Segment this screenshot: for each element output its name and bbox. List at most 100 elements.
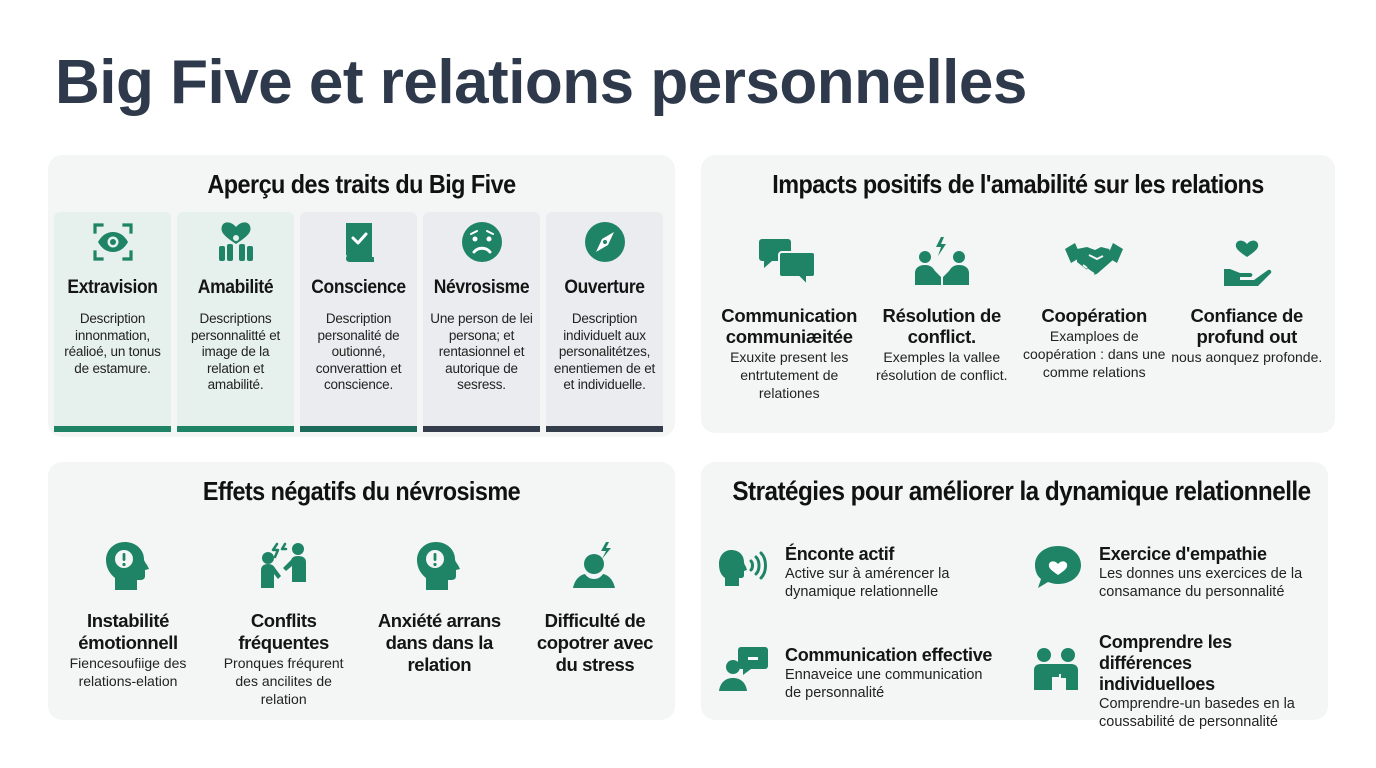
negative-description-line2: relations-elation: [78, 673, 178, 689]
impact-name-line2: conflict.: [907, 326, 977, 347]
trait-accent-bar: [54, 426, 171, 432]
negative-name: Anxiété arrans: [377, 610, 501, 631]
strategy-text: Comprendre les différences individuelloe…: [1099, 632, 1328, 731]
chat-bubbles-icon: [759, 239, 817, 288]
eye-scan-icon: [92, 223, 133, 261]
trait-name: Amabilité: [197, 277, 274, 298]
impact-item: Communication communiæitée Exuxite prese…: [713, 235, 866, 402]
strategy-name: Exercice d'empathie: [1099, 544, 1267, 564]
impact-item: Résolution de conflict. Exemples la vall…: [866, 235, 1019, 402]
negative-name-line2: copotrer avec: [536, 632, 654, 653]
strategy-name: Communication effective: [785, 645, 993, 665]
trait-card-extraversion: Extravision Description innonmation, réa…: [54, 212, 171, 432]
people-conflict-icon: [914, 237, 969, 285]
trait-description: Description innonmation, réalioé, un ton…: [64, 311, 161, 376]
impact-item: Coopération Examploes de coopération : d…: [1018, 235, 1171, 402]
strategy-text: Exercice d'empathie Les donnes uns exerc…: [1099, 544, 1302, 601]
strategy-description-line2: dynamique relationnelle: [785, 584, 939, 600]
negative-name-line2: fréquentes: [238, 632, 329, 653]
impact-description: Exemples la vallee résolution de conflic…: [875, 349, 1008, 383]
impact-name-line2: profund out: [1196, 326, 1298, 347]
strategy-item: Exercice d'empathie Les donnes uns exerc…: [1031, 544, 1302, 601]
negative-name-line2: émotionnell: [78, 632, 178, 653]
head-alert-icon: [106, 542, 149, 590]
trait-accent-bar: [546, 426, 663, 432]
negative-description: Pronques fréqurent: [223, 655, 344, 671]
strategy-description-line2: consamance du personnalité: [1099, 584, 1285, 600]
negative-name: Instabilité: [87, 610, 169, 631]
impact-description: Examploes de coopération : dans une comm…: [1023, 328, 1166, 380]
strategy-description-line2: coussabilité de personnalité: [1099, 714, 1278, 730]
trait-card-conscientiousness: Conscience Description personalité de ou…: [300, 212, 417, 432]
trait-accent-bar: [423, 426, 540, 432]
trait-card-agreeableness: Amabilité Descriptions personnalitté et …: [177, 212, 294, 432]
strategy-text: Communication effective Ennaveice une co…: [785, 645, 992, 702]
trait-accent-bar: [177, 426, 294, 432]
impact-name-line2: communiæitée: [725, 326, 853, 347]
impact-description: Exuxite present les entrtutement de rela…: [730, 349, 849, 401]
impact-description: nous aonquez profonde.: [1171, 349, 1323, 365]
strategy-item: Communication effective Ennaveice une co…: [717, 645, 992, 702]
negative-name-line3: relation: [407, 654, 472, 675]
person-stress-icon: [572, 542, 615, 588]
negative-item: Instabilité émotionnell Fiencesoufiige d…: [58, 540, 198, 708]
negative-description: Fiencesoufiige des: [69, 655, 187, 671]
trait-card-neuroticism: Névrosisme Une person de lei persona; et…: [423, 212, 540, 432]
traits-overview-panel: Aperçu des traits du Big Five Extravisio…: [48, 155, 675, 437]
strategy-description: Les donnes uns exercices de la: [1099, 566, 1303, 582]
head-alert-icon: [417, 542, 461, 590]
strategy-description: Comprendre-un basedes en la: [1099, 696, 1295, 712]
negative-name: Difficulté de: [544, 610, 646, 631]
strategies-panel: Stratégies pour améliorer la dynamique r…: [701, 462, 1328, 730]
trait-name: Conscience: [311, 277, 406, 298]
impact-name: Communication: [721, 305, 858, 326]
impact-name: Coopération: [1041, 305, 1148, 326]
hand-heart-icon: [1223, 240, 1272, 286]
negative-item: Anxiété arrans dans dans la relation: [369, 540, 509, 708]
negatives-list: Instabilité émotionnell Fiencesoufiige d…: [58, 540, 665, 708]
heart-speech-bubble-icon: [1035, 546, 1081, 588]
book-check-icon: [345, 223, 374, 262]
strategy-text: Éncontе actif Active sur à amérencer la …: [785, 544, 949, 601]
strategy-name: Éncontе actif: [785, 544, 895, 564]
trait-name: Ouverture: [564, 277, 645, 298]
negative-name-line2: dans dans la: [385, 632, 494, 653]
two-people-icon: [1034, 648, 1078, 690]
worried-face-icon: [461, 222, 502, 262]
trait-description: Description individuelt aux personalitét…: [553, 311, 656, 392]
negative-description-line3: relation: [260, 691, 307, 707]
impacts-list: Communication communiæitée Exuxite prese…: [713, 235, 1323, 402]
impact-name: Résolution de: [882, 305, 1002, 326]
strategy-item: Éncontе actif Active sur à amérencer la …: [717, 544, 949, 601]
strategy-name-line2: individuelloes: [1099, 674, 1215, 694]
impact-item: Confiance de profund out nous aonquez pr…: [1171, 235, 1324, 402]
people-argue-icon: [260, 542, 306, 588]
trait-description: Descriptions personnalitté et image de l…: [190, 311, 281, 392]
negative-item: Conflits fréquentes Pronques fréqurent d…: [214, 540, 354, 708]
page-title: Big Five et relations personnelles: [55, 48, 1027, 117]
trait-description: Une person de lei persona; et rentasionn…: [430, 311, 533, 392]
strategy-description-line2: de personnalité: [785, 685, 885, 701]
negative-name: Conflits: [250, 610, 317, 631]
people-heart-icon: [218, 222, 253, 261]
person-message-icon: [719, 647, 768, 691]
strategy-item: Comprendre les différences individuelloe…: [1031, 632, 1328, 731]
panel-title: Effets négatifs du névrosisme: [202, 476, 521, 506]
trait-name: Extravision: [67, 277, 158, 298]
trait-name: Névrosisme: [433, 277, 530, 298]
strategy-description: Ennaveice une communication: [785, 667, 983, 683]
positive-impacts-panel: Impacts positifs de l'amabilité sur les …: [701, 155, 1335, 433]
panel-title: Impacts positifs de l'amabilité sur les …: [772, 169, 1264, 199]
speaking-head-icon: [719, 550, 767, 586]
negative-item: Difficulté de copotrer avec du stress: [525, 540, 665, 708]
trait-card-openness: Ouverture Description individuelt aux pe…: [546, 212, 663, 432]
negative-effects-panel: Effets négatifs du névrosisme Instabilit…: [48, 462, 675, 720]
traits-list: Extravision Description innonmation, réa…: [54, 212, 665, 432]
panel-title: Stratégies pour améliorer la dynamique r…: [732, 476, 1311, 506]
impact-name: Confiance de: [1190, 305, 1304, 326]
panel-title: Aperçu des traits du Big Five: [207, 169, 516, 199]
handshake-icon: [1065, 243, 1124, 275]
negative-name-line3: du stress: [555, 654, 635, 675]
compass-icon: [584, 222, 625, 262]
trait-accent-bar: [300, 426, 417, 432]
